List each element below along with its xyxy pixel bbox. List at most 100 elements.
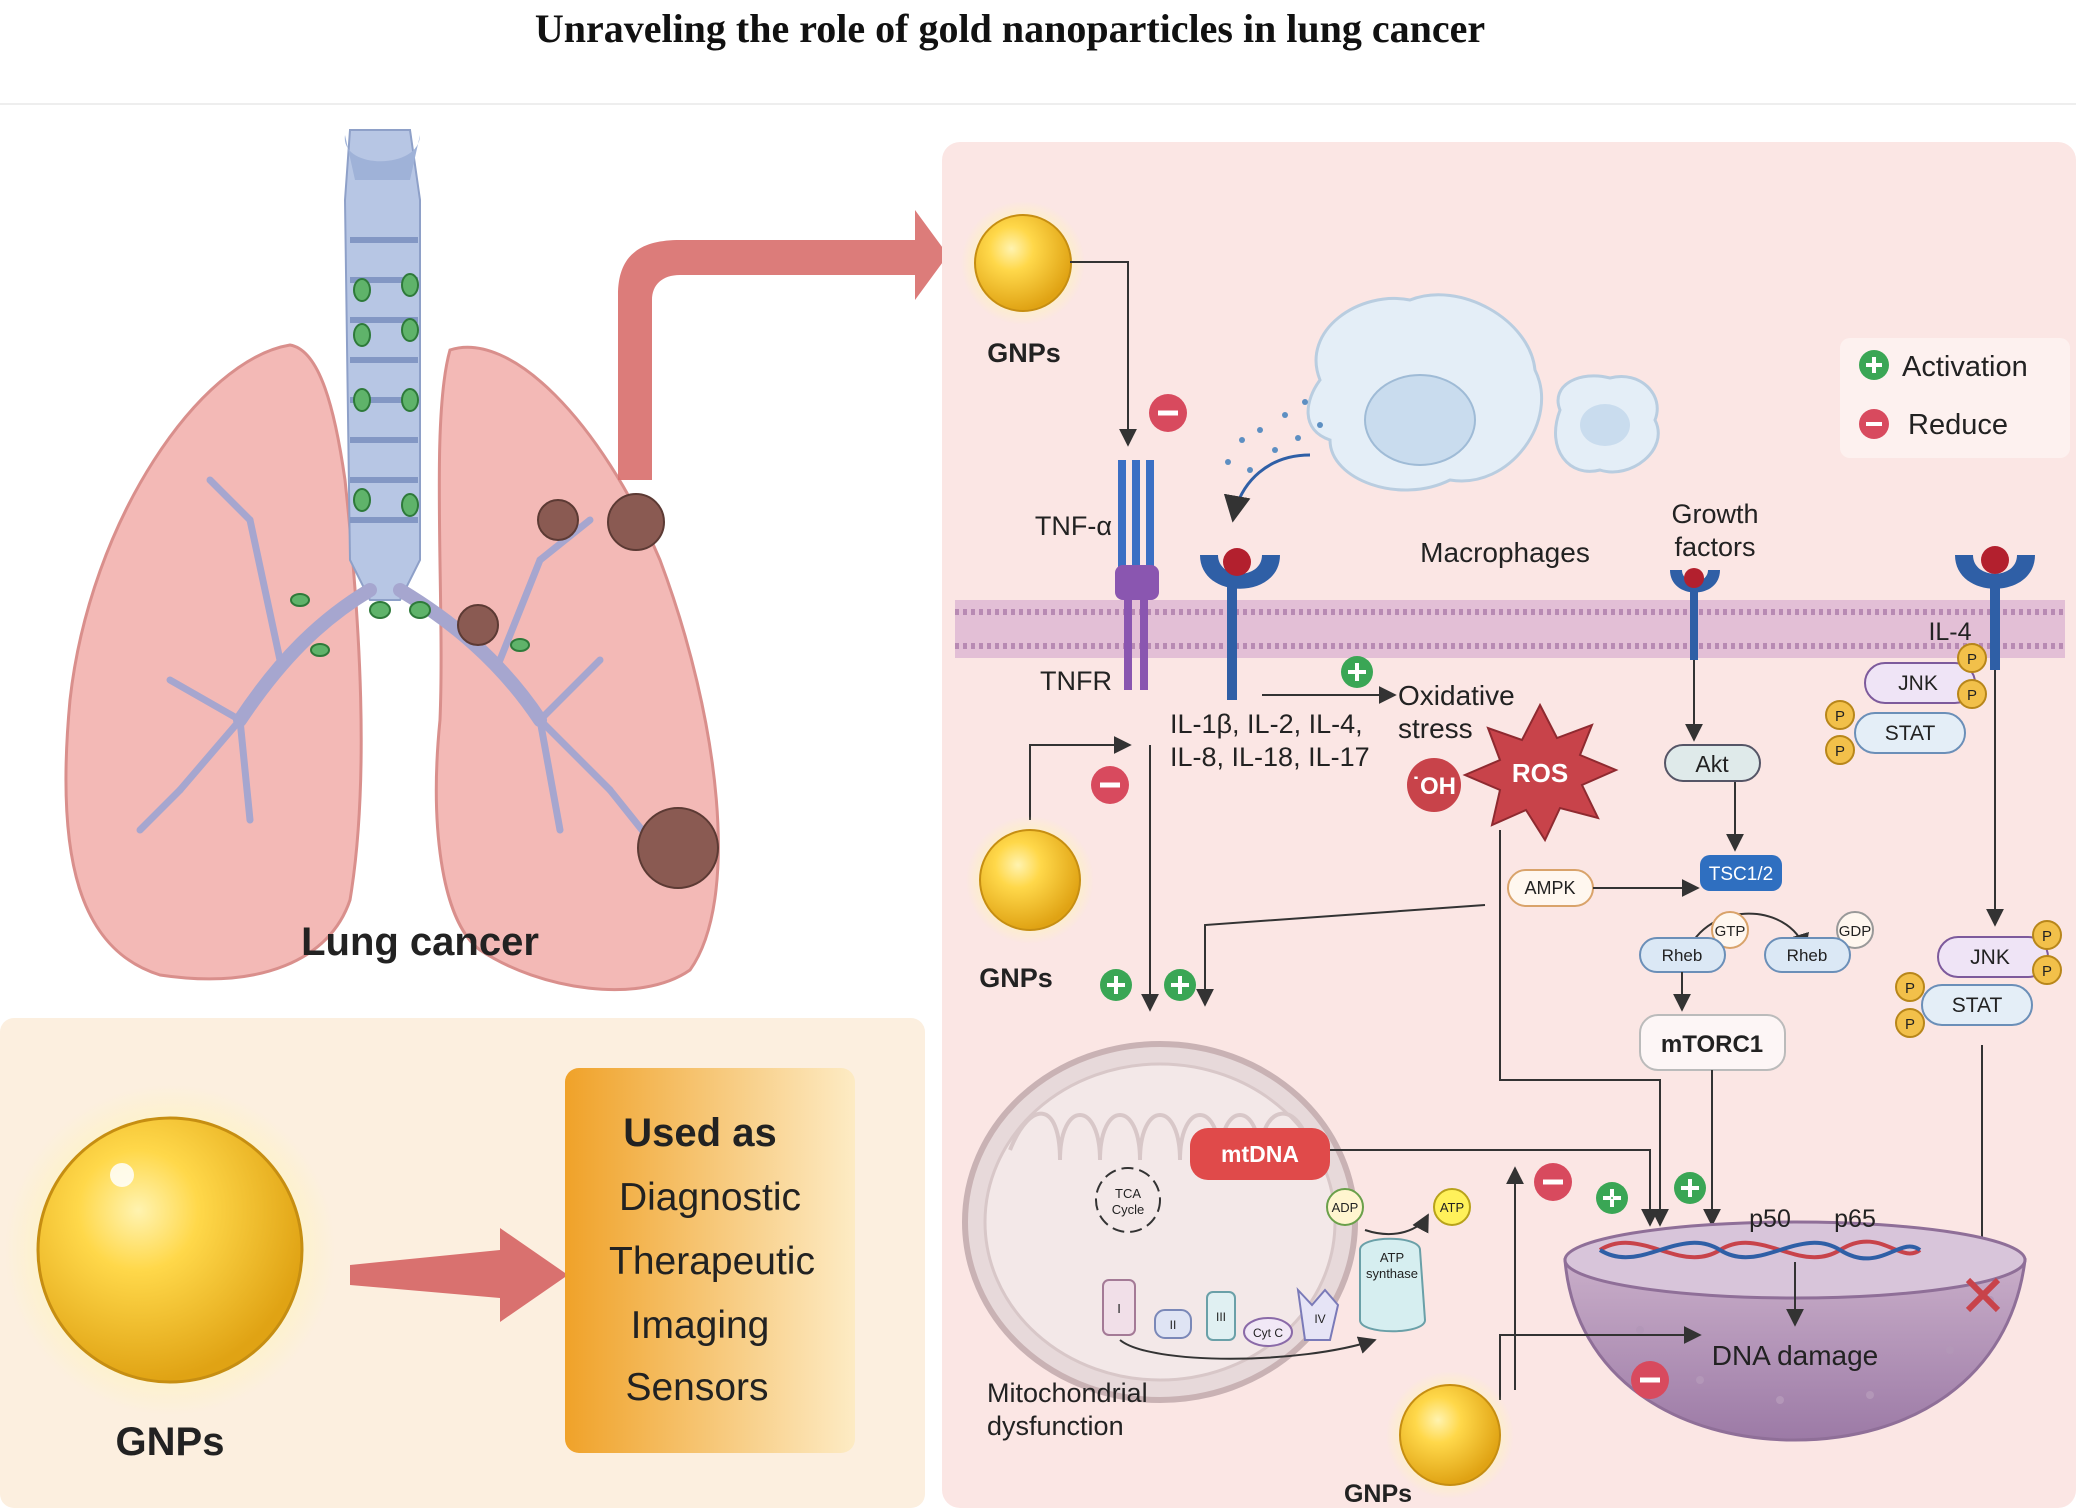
phospho-label: P xyxy=(1967,651,1977,668)
nucleus xyxy=(1563,1220,2027,1442)
gnps-label-large: GNPs xyxy=(116,1420,225,1464)
gdp-label: GDP xyxy=(1839,923,1872,940)
complex-ii xyxy=(1154,1309,1192,1339)
phospho-label: P xyxy=(1967,687,1977,704)
figure-title: Unraveling the role of gold nanoparticle… xyxy=(535,6,1485,51)
adp-node xyxy=(1326,1188,1364,1226)
gnp-bottom xyxy=(1399,1384,1501,1486)
atp-label: ATP xyxy=(1440,1200,1464,1215)
phospho-label: P xyxy=(2042,963,2052,980)
lung-to-pathway-arrow xyxy=(618,210,948,480)
stat-label: STAT xyxy=(1885,722,1936,745)
gnp-top xyxy=(974,214,1072,312)
cytokine-receptor xyxy=(1200,548,1280,700)
tsc-node xyxy=(1700,855,1782,891)
tnf-alpha-label: TNF-α xyxy=(1035,511,1112,541)
rheb-node xyxy=(1764,937,1851,973)
stat-label: STAT xyxy=(1952,994,2003,1017)
complex-ii-label: II xyxy=(1170,1318,1177,1332)
mito-dysfunction-label: dysfunction xyxy=(987,1411,1124,1441)
atp-synthase-label: ATP xyxy=(1380,1250,1404,1265)
gtp-label: GTP xyxy=(1715,923,1746,940)
oh-label: ˙OH xyxy=(1412,773,1456,800)
hydroxyl-radical xyxy=(1407,758,1461,812)
gdp-node xyxy=(1836,911,1874,949)
macrophages-label: Macrophages xyxy=(1420,537,1590,568)
ros-label: ROS xyxy=(1512,758,1568,788)
rheb-label: Rheb xyxy=(1787,946,1828,965)
tnf-receptor xyxy=(1115,460,1159,690)
gnp-large xyxy=(36,1116,304,1384)
mtdna-node xyxy=(1190,1128,1330,1180)
tca-label: TCA xyxy=(1115,1186,1141,1201)
jnk-label: JNK xyxy=(1898,672,1938,695)
cytokines-label: IL-8, IL-18, IL-17 xyxy=(1170,742,1370,772)
akt-node xyxy=(1664,744,1761,782)
gnps-label-bottom: GNPs xyxy=(1344,1480,1412,1508)
legend-reduce: Reduce xyxy=(1908,409,2008,441)
use-item: Sensors xyxy=(625,1366,768,1409)
growth-factor-receptor xyxy=(1670,568,1720,660)
mtorc1-label: mTORC1 xyxy=(1661,1031,1763,1058)
p50-label: p50 xyxy=(1749,1205,1791,1233)
cyt-c-label: Cyt C xyxy=(1253,1326,1283,1340)
akt-label: Akt xyxy=(1695,751,1729,777)
lungs-illustration: Lung cancer xyxy=(64,129,720,992)
gnps-label-middle: GNPs xyxy=(979,963,1053,993)
complex-iii-label: III xyxy=(1216,1310,1226,1324)
tca-label: Cycle xyxy=(1112,1202,1145,1217)
use-item: Therapeutic xyxy=(609,1240,815,1283)
use-item: Imaging xyxy=(631,1304,770,1347)
cytochrome-c xyxy=(1243,1317,1293,1347)
uses-arrow xyxy=(350,1228,568,1322)
stat-node xyxy=(1854,712,1966,754)
growth-factors-label: Growth xyxy=(1671,499,1758,529)
cytokines-label: IL-1β, IL-2, IL-4, xyxy=(1170,709,1363,739)
growth-factors-label: factors xyxy=(1674,532,1755,562)
complex-i xyxy=(1102,1279,1136,1336)
tsc-label: TSC1/2 xyxy=(1709,864,1773,885)
dna-damage-label: DNA damage xyxy=(1712,1340,1879,1371)
gnp-middle xyxy=(979,829,1081,931)
ampk-label: AMPK xyxy=(1524,878,1575,898)
complex-iv-label: IV xyxy=(1314,1312,1325,1326)
adp-label: ADP xyxy=(1332,1200,1359,1215)
stat-node xyxy=(1921,984,2033,1026)
atp-synthase-label: synthase xyxy=(1366,1266,1418,1281)
mtdna-label: mtDNA xyxy=(1221,1141,1299,1167)
phospho-label: P xyxy=(1905,980,1915,997)
phospho-label: P xyxy=(1905,1016,1915,1033)
activation-icon xyxy=(1611,1197,1613,1199)
gtp-node xyxy=(1711,911,1749,949)
mito-dysfunction-label: Mitochondrial xyxy=(987,1378,1148,1408)
legend-activation: Activation xyxy=(1902,351,2028,383)
complex-iii xyxy=(1206,1291,1236,1341)
ros-starburst xyxy=(1462,702,1619,843)
tnfr-label: TNFR xyxy=(1040,666,1112,696)
rheb-label: Rheb xyxy=(1662,946,1703,965)
lung-cancer-label: Lung cancer xyxy=(301,920,539,964)
mitochondrion xyxy=(962,1041,1358,1403)
complex-iv xyxy=(1296,1287,1340,1341)
gnps-label-top: GNPs xyxy=(987,338,1061,368)
uses-box xyxy=(565,1068,855,1453)
il4-label: IL-4 xyxy=(1928,618,1971,646)
complex-i-label: I xyxy=(1117,1301,1121,1316)
macrophages xyxy=(1225,293,1660,492)
blocked-x xyxy=(1965,1277,2001,1313)
uses-heading: Used as xyxy=(623,1111,776,1155)
atp-synthase xyxy=(1359,1237,1427,1333)
phospho-label: P xyxy=(1835,743,1845,760)
jnk-label: JNK xyxy=(1970,946,2010,969)
use-item: Diagnostic xyxy=(619,1176,801,1219)
atp-node xyxy=(1433,1188,1471,1226)
legend: Activation Reduce xyxy=(1840,338,2070,458)
il4-receptor xyxy=(1955,546,2035,670)
cell-membrane xyxy=(955,600,2065,658)
oxidative-stress-label: stress xyxy=(1398,713,1473,744)
p65-label: p65 xyxy=(1834,1205,1876,1233)
oxidative-stress-label: Oxidative xyxy=(1398,680,1515,711)
phospho-label: P xyxy=(1835,708,1845,725)
phospho-label: P xyxy=(2042,928,2052,945)
